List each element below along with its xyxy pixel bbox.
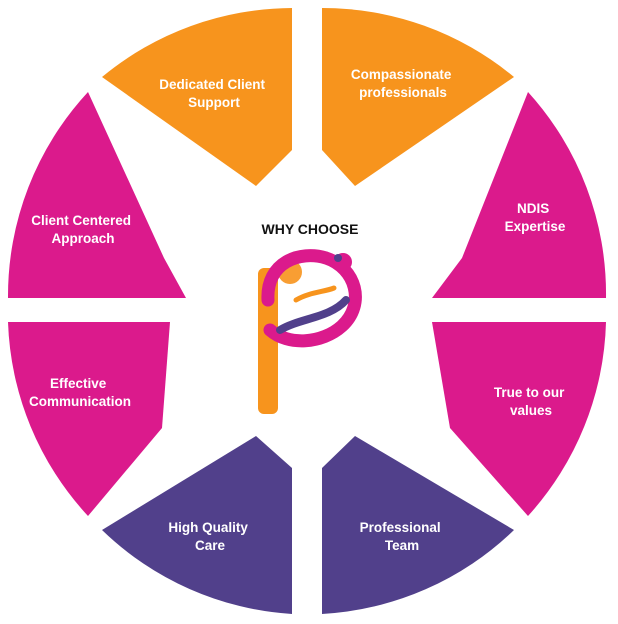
segment-effective-communication [8,322,170,516]
segment-ndis-expertise [432,92,607,298]
segment-label-line1: Effective [50,376,107,391]
segment-label: NDIS Expertise [505,201,566,234]
segment-label-line1: Client Centered [31,213,131,228]
segment-label-line2: values [510,403,552,418]
segment-label-line2: Care [195,538,226,553]
segment-label-line2: professionals [359,85,447,100]
segment-true-to-our-values [432,322,606,516]
brand-logo [258,249,362,414]
segment-label: Client Centered Approach [31,213,135,246]
segment-dedicated-client-support [102,8,292,186]
segment-client-centered-approach [7,92,187,298]
segment-professional-team [322,436,514,614]
segment-label: Effective Communication [29,376,131,409]
segment-label-line2: Support [188,95,240,110]
center-title: WHY CHOOSE [262,221,359,237]
segment-label-line1: Dedicated Client [159,77,265,92]
segment-label: High Quality Care [168,520,251,553]
segment-high-quality-care [102,436,292,614]
segment-label-line2: Communication [29,394,131,409]
segment-label: True to our values [494,385,568,418]
segment-label: Compassionate professionals [351,67,455,100]
segment-label-line1: High Quality [168,520,248,535]
segment-label: Professional Team [360,520,445,553]
segment-label-line1: NDIS [517,201,549,216]
segment-label-line1: Professional [360,520,441,535]
segment-label: Dedicated Client Support [159,77,269,110]
segment-label-line1: True to our [494,385,565,400]
segment-label-line1: Compassionate [351,67,452,82]
segment-label-line2: Expertise [505,219,566,234]
segment-label-line2: Team [385,538,419,553]
segment-compassionate-professionals [322,7,514,187]
segment-label-line2: Approach [51,231,114,246]
